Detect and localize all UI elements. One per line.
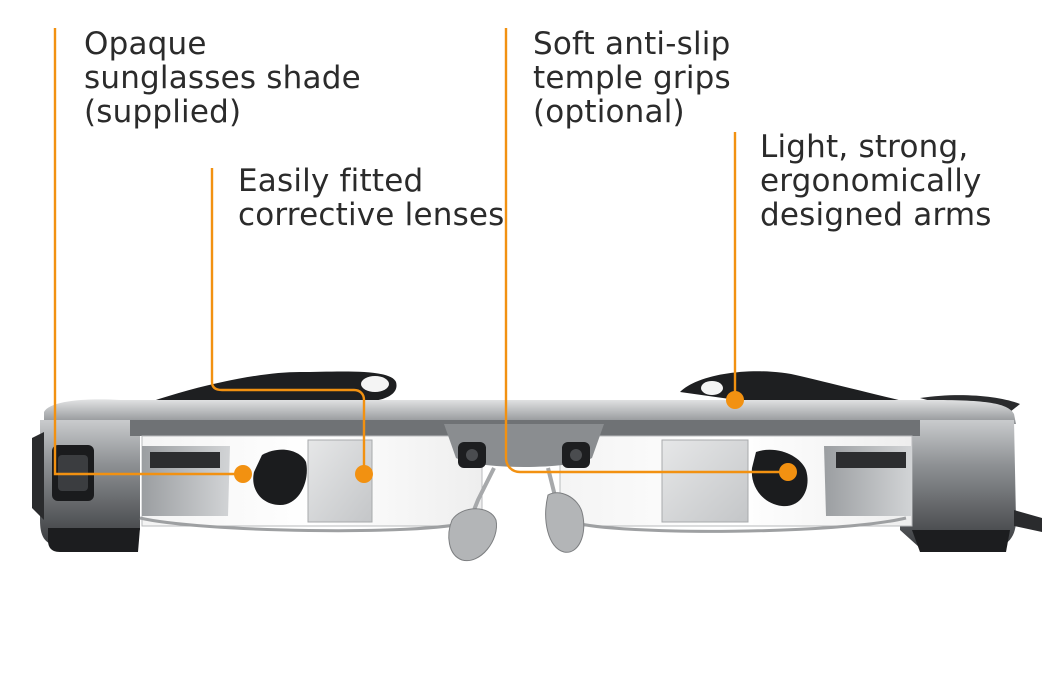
callout-text-line: temple grips — [533, 60, 731, 96]
top-bar — [44, 399, 1016, 424]
right-lens-assembly — [559, 435, 913, 533]
bridge — [444, 424, 604, 468]
leader-line-grips — [504, 28, 788, 474]
callout-label-temple-grips: Soft anti-slip temple grips (optional) — [533, 27, 731, 129]
callout-text-line: Opaque — [84, 26, 207, 62]
callout-label-corrective-lenses: Easily fitted corrective lenses — [238, 164, 505, 232]
callout-dot-arms — [726, 391, 744, 409]
nose-pads — [448, 467, 585, 562]
callout-text-line: Easily fitted — [238, 163, 424, 199]
callout-label-arms: Light, strong, ergonomically designed ar… — [760, 130, 992, 232]
callout-text-line: Light, strong, — [760, 129, 969, 165]
callout-text-line: sunglasses shade — [84, 60, 361, 96]
leader-line-lenses — [210, 168, 366, 474]
callout-text-line: corrective lenses — [238, 197, 505, 233]
callout-text-line: (supplied) — [84, 94, 242, 130]
callout-dot-grips — [779, 463, 797, 481]
left-lens-assembly — [139, 435, 483, 533]
callout-label-sunglasses-shade: Opaque sunglasses shade (supplied) — [84, 27, 361, 129]
callout-text-line: Soft anti-slip — [533, 26, 731, 62]
callout-text-line: (optional) — [533, 94, 685, 130]
callout-text-line: ergonomically — [760, 163, 982, 199]
callout-dot-sunglasses — [234, 465, 252, 483]
leader-line-sunglasses — [53, 28, 243, 476]
callout-text-line: designed arms — [760, 197, 992, 233]
callout-dots — [234, 391, 797, 483]
callout-dot-lenses — [355, 465, 373, 483]
callout-lines — [53, 28, 788, 476]
